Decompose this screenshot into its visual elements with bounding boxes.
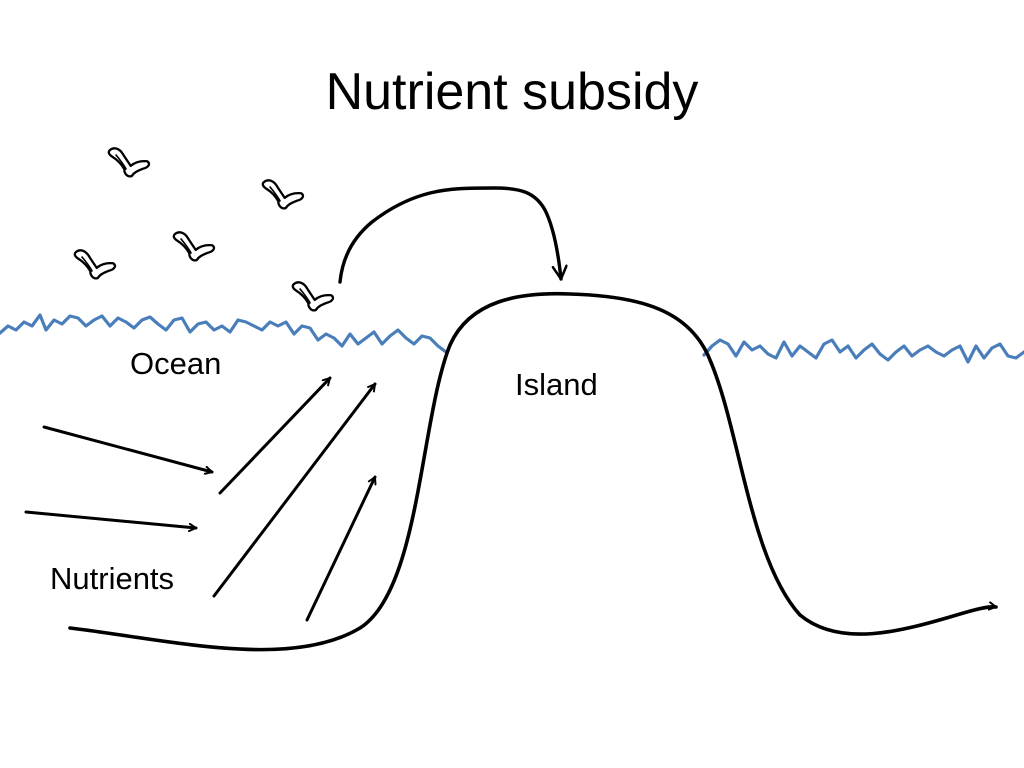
seabird-icon	[289, 280, 336, 314]
seabird-icon	[259, 178, 306, 212]
ocean-surface-right	[702, 338, 1024, 364]
seabird-icon	[71, 248, 118, 282]
ocean-label: Ocean	[130, 346, 222, 381]
island-label: Island	[515, 367, 598, 402]
nutrient-arrow-2	[24, 510, 198, 528]
nutrient-arrow-4	[212, 382, 377, 598]
seabird-icon	[170, 230, 217, 264]
ocean-surface-left	[0, 313, 448, 354]
seabird-icon	[105, 146, 152, 180]
nutrient-arrow-1	[42, 425, 214, 472]
diagram-title: Nutrient subsidy	[325, 63, 699, 121]
nutrient-arrow-3	[218, 376, 332, 495]
transport-arrow	[338, 186, 561, 284]
nutrients-label: Nutrients	[50, 561, 175, 596]
nutrient-arrow-5	[305, 475, 377, 622]
island-profile	[68, 291, 998, 652]
